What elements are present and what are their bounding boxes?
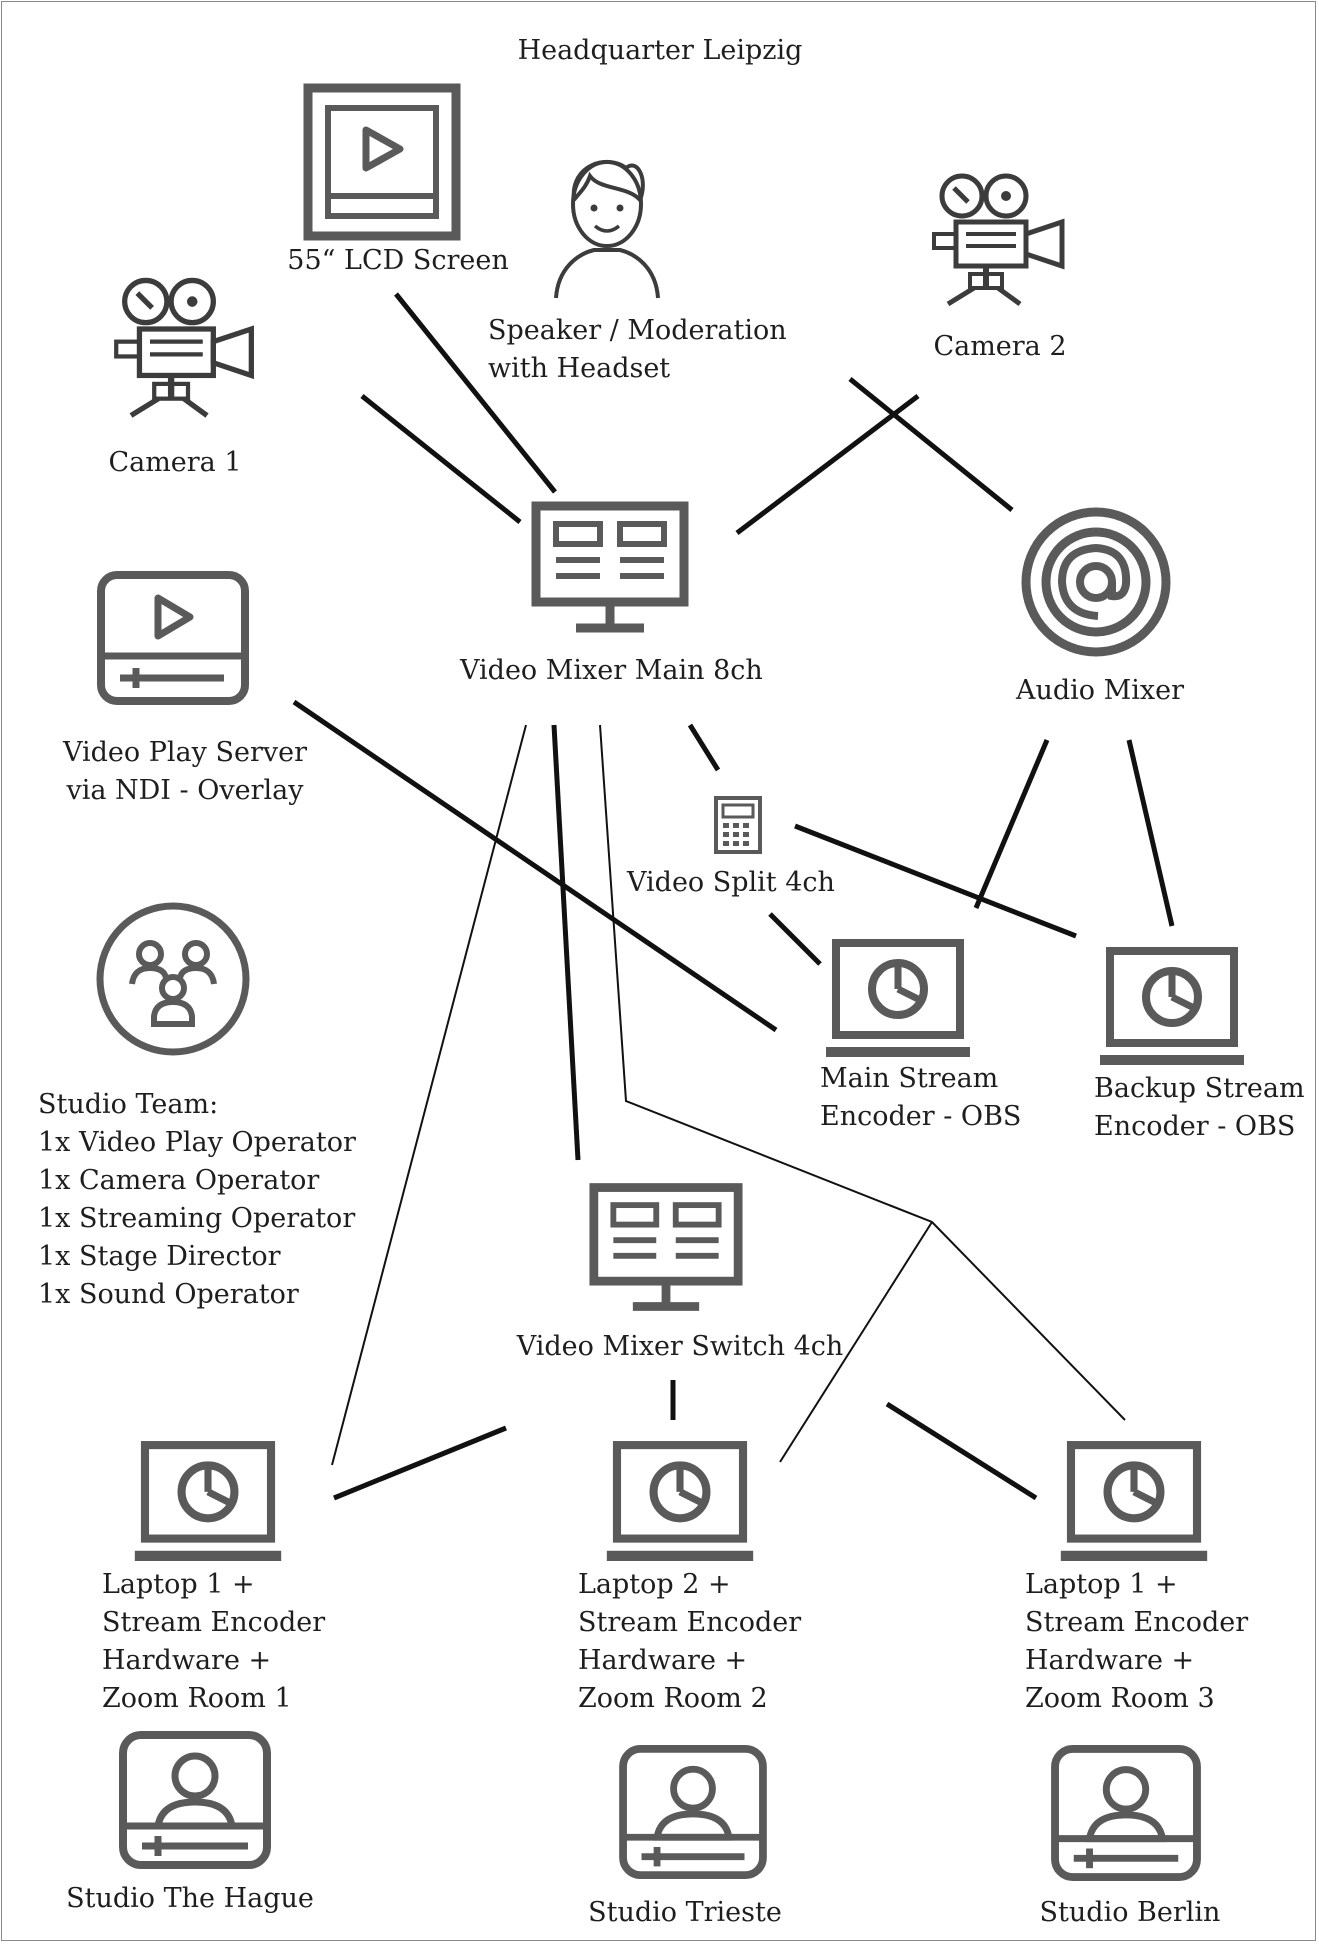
wire-mixer-laptops-2-3	[599, 724, 1126, 1421]
wire-audio-mainencoder	[973, 739, 1050, 909]
wire-camera1-mixer	[360, 394, 522, 524]
wire-branch-laptop2	[779, 1221, 933, 1463]
wire-camera2-mixer	[735, 394, 920, 535]
wire-switch-laptop1	[333, 1425, 507, 1501]
studio-hague-label: Studio The Hague	[66, 1883, 314, 1914]
laptop-chart-icon	[1056, 1440, 1212, 1564]
diagram-title: Headquarter Leipzig	[517, 35, 803, 66]
user-video-icon	[1050, 1744, 1202, 1882]
studio-team-member: 1x Sound Operator	[38, 1279, 299, 1310]
studio-berlin-label: Studio Berlin	[1039, 1897, 1221, 1928]
user-video-icon	[618, 1744, 768, 1880]
wire-switch-laptop3	[885, 1401, 1038, 1501]
camera-1-label: Camera 1	[108, 447, 242, 478]
wire-split-mainencoder	[768, 912, 822, 966]
laptop-chart-icon	[602, 1440, 758, 1564]
studio-team-list: Studio Team: 1x Video Play Operator 1x C…	[38, 1086, 356, 1314]
studio-team-heading: Studio Team:	[38, 1089, 219, 1120]
user-video-icon	[118, 1730, 272, 1870]
laptop-chart-icon	[1096, 946, 1248, 1068]
studio-team-member: 1x Camera Operator	[38, 1165, 320, 1196]
monitor-icon	[588, 1180, 744, 1316]
audio-mixer-label: Audio Mixer	[1015, 675, 1185, 706]
team-icon	[94, 900, 252, 1058]
studio-team-member: 1x Streaming Operator	[38, 1203, 356, 1234]
monitor-icon	[530, 500, 690, 636]
wire-lcd-mixer	[394, 292, 557, 494]
camera-2-label: Camera 2	[933, 331, 1067, 362]
video-mixer-main-label: Video Mixer Main 8ch	[460, 655, 763, 686]
wire-mixer-split	[687, 723, 721, 772]
person-icon	[548, 150, 666, 300]
studio-team-member: 1x Stage Director	[38, 1241, 281, 1272]
movie-camera-icon	[112, 272, 264, 424]
wire-mixer-laptop1	[331, 724, 527, 1466]
studio-trieste-label: Studio Trieste	[588, 1897, 782, 1928]
wire-split-backupencoder	[794, 823, 1077, 939]
video-mixer-switch-label: Video Mixer Switch 4ch	[516, 1331, 844, 1362]
audio-mixer-icon	[1018, 504, 1174, 660]
video-screen-icon	[302, 82, 462, 242]
laptop-chart-icon	[130, 1440, 286, 1564]
lcd-screen-label: 55“ LCD Screen	[287, 245, 509, 276]
laptop-chart-icon	[822, 938, 974, 1060]
video-split-label: Video Split 4ch	[627, 867, 835, 898]
movie-camera-icon	[930, 170, 1074, 310]
wire-playserver-mainencoder	[292, 699, 778, 1033]
calculator-icon	[713, 795, 763, 855]
wire-audio-backupencoder	[1126, 739, 1175, 927]
wire-speaker-audiomixer	[848, 377, 1014, 512]
studio-team-member: 1x Video Play Operator	[38, 1127, 356, 1158]
wire-mixer-switch	[551, 724, 581, 1161]
media-player-icon	[96, 570, 250, 706]
